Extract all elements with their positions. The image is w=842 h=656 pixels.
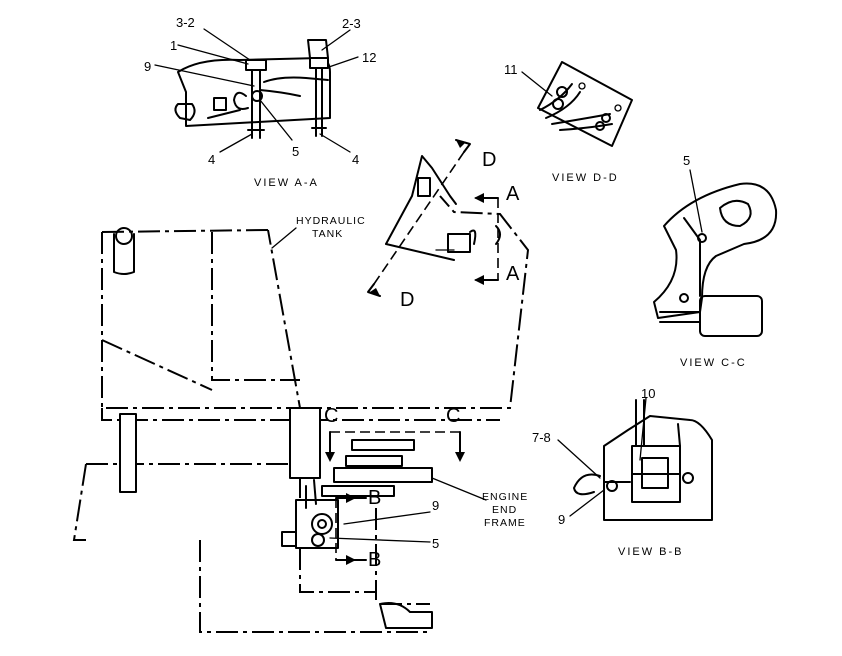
- callout-5-cc: 5: [683, 153, 690, 168]
- callout-4-right: 4: [352, 152, 359, 167]
- section-letter-a-top: A: [506, 183, 520, 205]
- section-letter-c-right: C: [446, 405, 460, 427]
- section-letter-b-bottom: B: [368, 549, 381, 571]
- view-dd-title: VIEW D-D: [552, 172, 619, 184]
- note-frame: FRAME: [484, 517, 526, 529]
- callout-12: 12: [362, 50, 376, 65]
- view-bb-title: VIEW B-B: [618, 546, 684, 558]
- view-aa-title: VIEW A-A: [254, 177, 319, 189]
- callout-2-3: 2-3: [342, 16, 361, 31]
- main-notes: HYDRAULIC TANK ENGINE END FRAME 9 5: [271, 215, 528, 551]
- section-letter-a-bottom: A: [506, 263, 520, 285]
- callout-5-main: 5: [432, 536, 439, 551]
- callout-5-aa: 5: [292, 144, 299, 159]
- callout-10: 10: [641, 386, 655, 401]
- view-cc-detail: 5 VIEW C-C: [653, 153, 778, 369]
- view-aa-detail: 3-2 2-3 1 12 9 5 4 4 VIEW A-A: [144, 15, 376, 189]
- callout-3-2: 3-2: [176, 15, 195, 30]
- section-letter-d-bottom: D: [400, 289, 414, 311]
- callout-7-8: 7-8: [532, 430, 551, 445]
- note-engine: ENGINE: [482, 491, 528, 503]
- section-letter-d-top: D: [482, 149, 496, 171]
- callout-1: 1: [170, 38, 177, 53]
- section-letter-c-left: C: [324, 405, 338, 427]
- section-letter-b-top: B: [368, 487, 381, 509]
- callout-11: 11: [504, 62, 518, 77]
- view-bb-detail: 10 7-8 9 VIEW B-B: [532, 386, 713, 558]
- callout-9-aa: 9: [144, 59, 151, 74]
- view-cc-title: VIEW C-C: [680, 357, 747, 369]
- callout-9-main: 9: [432, 498, 439, 513]
- main-machine-view: [72, 155, 530, 633]
- note-end: END: [492, 504, 517, 516]
- callout-9-bb: 9: [558, 512, 565, 527]
- callout-4-left: 4: [208, 152, 215, 167]
- section-cut-markers: D D A A C C B B: [324, 139, 520, 571]
- view-dd-detail: 11 VIEW D-D: [504, 61, 633, 184]
- note-tank: TANK: [312, 228, 343, 240]
- note-hydraulic: HYDRAULIC: [296, 215, 366, 227]
